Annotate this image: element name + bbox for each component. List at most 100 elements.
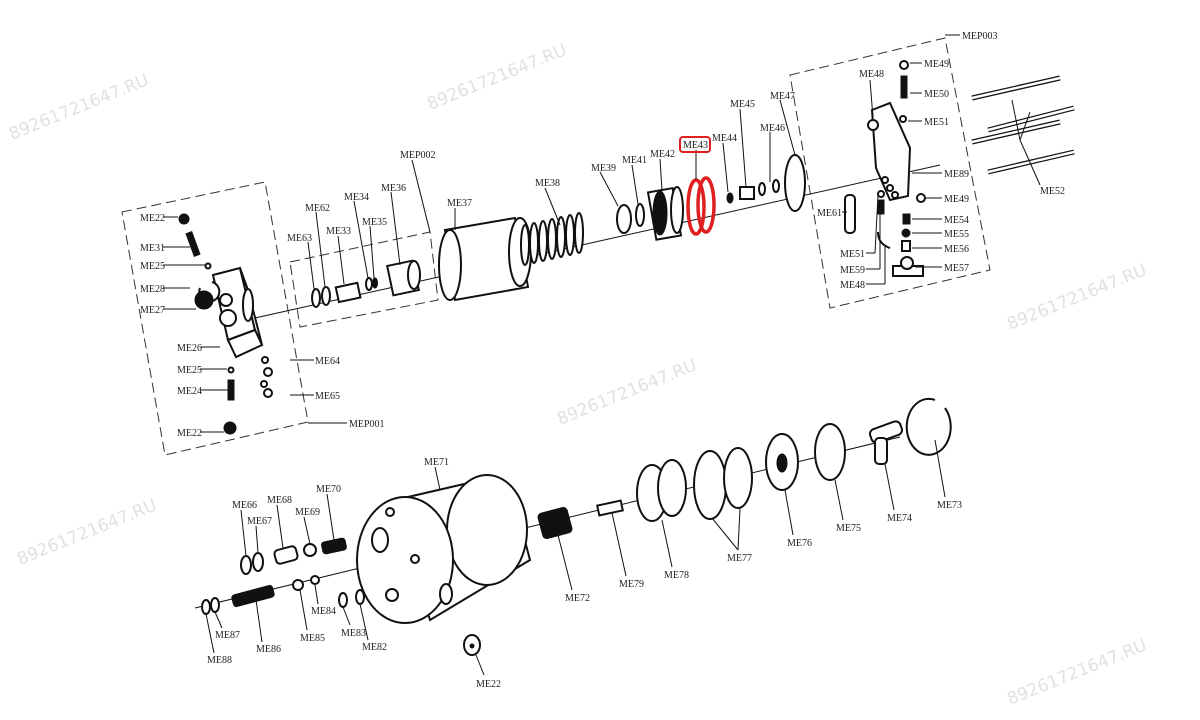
- mep003-group-box: [789, 37, 991, 309]
- ring-me64b: [263, 367, 273, 377]
- sleeve-me33: [334, 281, 362, 304]
- label-me44: ME44: [712, 133, 737, 144]
- label-me79: ME79: [619, 579, 644, 590]
- label-me31: ME31: [140, 243, 165, 254]
- label-me28: ME28: [140, 284, 165, 295]
- oring-me66: [240, 555, 252, 575]
- oring-me87: [210, 597, 220, 613]
- label-me63: ME63: [287, 233, 312, 244]
- oring-me77b: [723, 447, 753, 509]
- label-me66: ME66: [232, 500, 257, 511]
- oring-me88: [201, 599, 211, 615]
- elbow-me48b: [877, 231, 891, 249]
- label-me84: ME84: [311, 606, 336, 617]
- plug-me22-bottom: [463, 634, 481, 656]
- label-me49: ME49: [924, 59, 949, 70]
- ball-me69: [303, 543, 317, 557]
- cylinder-me37: [438, 216, 532, 302]
- label-me67: ME67: [247, 516, 272, 527]
- ring-me34: [365, 277, 373, 291]
- label-me48: ME48: [840, 280, 865, 291]
- label-me73: ME73: [937, 500, 962, 511]
- ring-me62: [321, 286, 331, 306]
- watermark-text: 89261721647.RU: [1004, 635, 1149, 709]
- label-me36: ME36: [381, 183, 406, 194]
- label-me77: ME77: [727, 553, 752, 564]
- watermark-text: 89261721647.RU: [554, 355, 699, 429]
- label-me42: ME42: [650, 149, 675, 160]
- label-me62: ME62: [305, 203, 330, 214]
- label-me22: ME22: [476, 679, 501, 690]
- label-me34: ME34: [344, 192, 369, 203]
- plug-me27: [194, 290, 214, 310]
- ball-me51b: [877, 190, 885, 198]
- seat-me85: [292, 579, 304, 591]
- label-me47: ME47: [770, 91, 795, 102]
- label-me65: ME65: [315, 391, 340, 402]
- bushing-me36: [385, 259, 421, 297]
- spring-me86: [231, 584, 275, 608]
- leader-lines: [163, 34, 1041, 676]
- manifold-block-me89: [870, 101, 912, 202]
- label-me24: ME24: [177, 386, 202, 397]
- part-me55: [901, 228, 911, 238]
- label-me50: ME50: [924, 89, 949, 100]
- label-me59: ME59: [840, 265, 865, 276]
- label-mep002: MEP002: [400, 150, 436, 161]
- plug-me49b: [916, 193, 926, 203]
- label-mep003: MEP003: [962, 31, 998, 42]
- watermark-text: 89261721647.RU: [14, 495, 159, 569]
- label-me70: ME70: [316, 484, 341, 495]
- spring-me31: [185, 231, 201, 257]
- part-me54: [902, 213, 911, 225]
- cap-me76: [765, 433, 799, 491]
- oring-me75: [814, 423, 846, 481]
- tee-fitting-me57: [892, 256, 924, 277]
- circlip-me73: [905, 397, 952, 456]
- ring-me64a: [261, 356, 269, 364]
- seal-ring-me43b: [696, 176, 716, 234]
- fitting-me48: [867, 119, 879, 131]
- highlight-box-me43: [679, 136, 711, 153]
- label-me25: ME25: [177, 365, 202, 376]
- washer-me39: [616, 204, 632, 234]
- label-me26: ME26: [177, 343, 202, 354]
- label-me39: ME39: [591, 163, 616, 174]
- label-me43: ME43: [683, 140, 708, 151]
- valve-block-me26: [211, 266, 264, 359]
- fitting-me74: [868, 420, 904, 465]
- pin-me79: [596, 499, 624, 517]
- plug-me49: [899, 60, 909, 70]
- oring-me77a: [693, 450, 727, 520]
- watermark-text: 89261721647.RU: [1004, 260, 1149, 334]
- ball-me25: [204, 262, 212, 270]
- ring-me46: [758, 182, 766, 196]
- label-me86: ME86: [256, 644, 281, 655]
- label-me87: ME87: [215, 630, 240, 641]
- label-me41: ME41: [622, 155, 647, 166]
- label-me88: ME88: [207, 655, 232, 666]
- label-me37: ME37: [447, 198, 472, 209]
- ball-me25b: [227, 366, 235, 374]
- ring-me46b: [772, 179, 780, 193]
- label-me51: ME51: [924, 117, 949, 128]
- ring-me35: [372, 277, 378, 289]
- oring-me47: [784, 154, 806, 212]
- top-axis-line: [254, 164, 941, 319]
- spring-coil: [538, 220, 548, 262]
- oring-me82: [355, 589, 365, 605]
- label-me72: ME72: [565, 593, 590, 604]
- fitting-me45: [739, 186, 755, 200]
- mep001-group-box: [121, 181, 309, 456]
- spring-coil: [520, 224, 530, 266]
- label-me69: ME69: [295, 507, 320, 518]
- label-me52: ME52: [1040, 186, 1065, 197]
- ring-me65b: [263, 388, 273, 398]
- label-me38: ME38: [535, 178, 560, 189]
- oring-me67: [252, 552, 264, 572]
- label-me27: ME27: [140, 305, 165, 316]
- label-me56: ME56: [944, 244, 969, 255]
- spring-coil: [565, 214, 575, 256]
- label-me48: ME48: [859, 69, 884, 80]
